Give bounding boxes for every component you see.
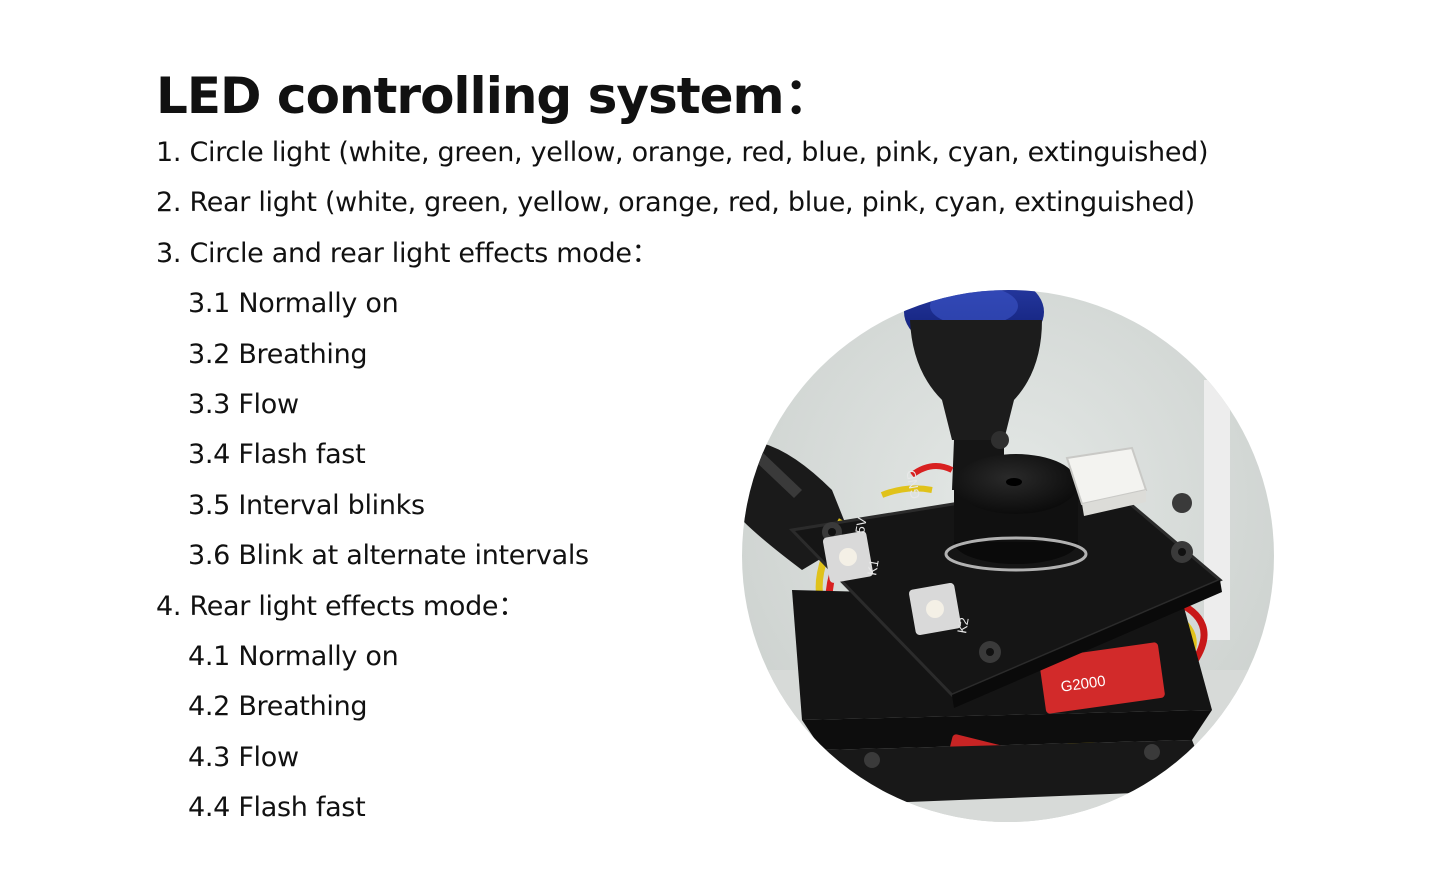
list-item: 2. Rear light (white, green, yellow, ora… [156,187,1195,219]
screw [1172,493,1192,513]
list-subitem: 4.1 Normally on [188,640,399,672]
red-pcb [1039,642,1165,714]
list-item: 1. Circle light (white, green, yellow, o… [156,137,1209,168]
list-subitem: 4.3 Flow [188,741,299,773]
feature-list: 1. Circle light (white, green, yellow, o… [156,133,1209,838]
list-subitem: 3.3 Flow [188,388,299,420]
list-item: 3. Circle and rear light effects mode： [156,237,659,269]
list-subitem: 3.2 Breathing [188,338,368,370]
silkscreen-label: K1 [864,558,882,576]
silkscreen-label: 5V [852,516,870,535]
screw [991,431,1009,449]
page-title: LED controlling system： [156,67,834,125]
list-item: 4. Rear light effects mode： [156,590,525,622]
list-subitem: 3.1 Normally on [188,288,399,320]
list-subitem: 3.4 Flash fast [188,439,366,471]
list-subitem: 3.6 Blink at alternate intervals [188,540,589,572]
list-subitem: 4.4 Flash fast [188,792,366,824]
list-subitem: 4.2 Breathing [188,691,368,723]
list-subitem: 3.5 Interval blinks [188,489,425,521]
silkscreen-label: GND [903,469,923,500]
led-board-photo: G2000 GND 5V K1 K2 [742,290,1274,822]
silkscreen-label: K2 [954,616,972,634]
frame-arm-top [910,320,1042,440]
pcb-label: G2000 [1060,673,1107,696]
